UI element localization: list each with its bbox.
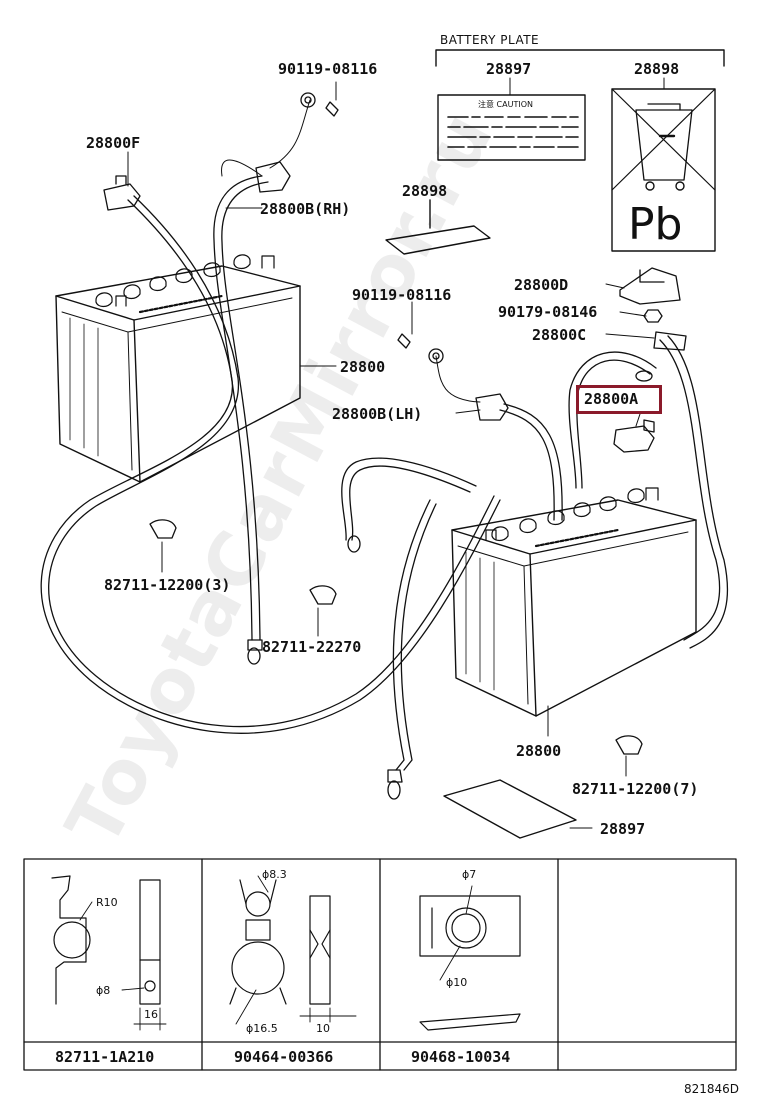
part-label-90119-middle[interactable]: 90119-08116 <box>352 286 452 304</box>
part-label-28897-plate[interactable]: 28897 <box>486 60 532 78</box>
dim-phi7: ϕ7 <box>462 868 477 881</box>
recycling-plate <box>611 88 716 252</box>
part-label-28800B-LH[interactable]: 28800B(LH) <box>332 405 423 423</box>
leader-lines <box>127 77 665 829</box>
caution-label-plate <box>437 94 586 161</box>
part-label-90179[interactable]: 90179-08146 <box>498 303 598 321</box>
part-label-82711-22270[interactable]: 82711-22270 <box>262 638 362 656</box>
table-part-90468-10034[interactable]: 90468-10034 <box>411 1048 511 1066</box>
right-battery <box>451 487 697 717</box>
table-part-90464-00366[interactable]: 90464-00366 <box>234 1048 334 1066</box>
part-label-28800F[interactable]: 28800F <box>86 134 141 152</box>
battery-plate-title: BATTERY PLATE <box>440 33 540 47</box>
battery-plate-bracket <box>435 49 725 67</box>
clip-90464-00366-drawing <box>229 875 357 1025</box>
part-label-28898-plate[interactable]: 28898 <box>634 60 680 78</box>
part-label-28800D[interactable]: 28800D <box>514 276 569 294</box>
clip-82711-1A210-drawing <box>51 875 167 1031</box>
dim-phi8: ϕ8 <box>96 984 111 997</box>
dim-phi10: ϕ10 <box>446 976 468 989</box>
part-label-82711-12200-3[interactable]: 82711-12200(3) <box>104 576 231 594</box>
part-label-28898-middle[interactable]: 28898 <box>402 182 448 200</box>
part-label-28800B-RH[interactable]: 28800B(RH) <box>260 200 351 218</box>
dim-10: 10 <box>316 1022 330 1035</box>
connectors <box>103 92 687 800</box>
pb-symbol: Pb <box>628 199 683 250</box>
part-label-28897-bottom[interactable]: 28897 <box>600 820 646 838</box>
highlight-box-28800A <box>576 385 662 414</box>
part-label-82711-12200-7[interactable]: 82711-12200(7) <box>572 780 699 798</box>
left-battery <box>55 254 301 483</box>
dim-phi16-5: ϕ16.5 <box>246 1022 278 1035</box>
part-label-28800-right[interactable]: 28800 <box>516 742 562 760</box>
figure-code: 821846D <box>684 1082 740 1096</box>
caution-label-text: 注意 CAUTION <box>478 100 533 109</box>
part-label-28800-left[interactable]: 28800 <box>340 358 386 376</box>
dim-phi8-3: ϕ8.3 <box>262 868 287 881</box>
part-label-28800C[interactable]: 28800C <box>532 326 587 344</box>
dim-r10: R10 <box>96 896 118 909</box>
parts-table-frame <box>23 858 737 1071</box>
bottom-pad <box>443 779 577 839</box>
cables <box>40 99 729 771</box>
part-label-90119-top[interactable]: 90119-08116 <box>278 60 378 78</box>
dim-16: 16 <box>144 1008 158 1021</box>
part-label-28800A[interactable]: 28800A <box>584 390 639 408</box>
plate-28898-middle <box>385 199 491 255</box>
table-part-82711-1A210[interactable]: 82711-1A210 <box>55 1048 155 1066</box>
clip-90468-10034-drawing <box>419 885 521 1031</box>
